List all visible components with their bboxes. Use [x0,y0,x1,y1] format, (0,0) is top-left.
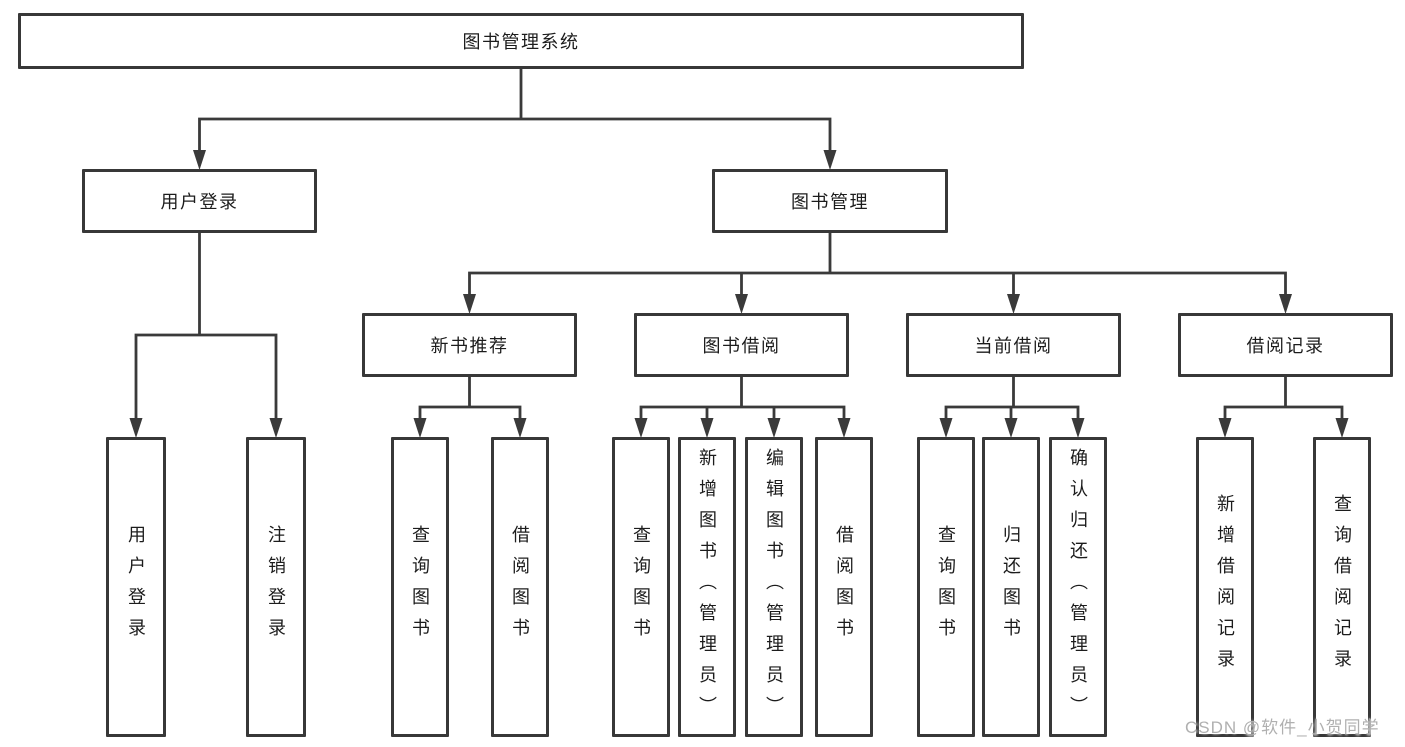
leaf-query-books: 查询图书 [612,437,670,737]
node-label: 新增借阅记录 [1215,494,1235,680]
node-label: 借阅记录 [1246,336,1325,356]
leaf-edit-books-admin: 编辑图书（管理员） [745,437,803,737]
node-label: 图书管理系统 [462,32,580,52]
node-label: 编辑图书（管理员） [764,447,784,727]
node-label: 借阅图书 [510,525,530,649]
node-root-library-system: 图书管理系统 [18,13,1024,69]
node-label: 查询图书 [936,525,956,649]
node-label: 图书管理 [791,192,869,212]
node-borrowing-records: 借阅记录 [1178,313,1393,377]
node-label: 新书推荐 [430,336,509,356]
node-label: 图书借阅 [702,336,781,356]
leaf-query-books: 查询图书 [917,437,975,737]
node-book-management: 图书管理 [712,169,948,233]
node-label: 借阅图书 [834,525,854,649]
node-label: 用户登录 [126,525,146,649]
leaf-query-borrow-record: 查询借阅记录 [1313,437,1371,737]
node-label: 查询图书 [410,525,430,649]
csdn-watermark: CSDN @软件_小贺同学 [1185,718,1380,737]
leaf-borrow-books: 借阅图书 [815,437,873,737]
node-new-book-recommend: 新书推荐 [362,313,577,377]
leaf-user-login: 用户登录 [106,437,166,737]
node-label: 确认归还（管理员） [1068,447,1088,727]
node-book-borrowing: 图书借阅 [634,313,849,377]
node-label: 查询图书 [631,525,651,649]
node-current-borrowing: 当前借阅 [906,313,1121,377]
leaf-borrow-books: 借阅图书 [491,437,549,737]
leaf-add-borrow-record: 新增借阅记录 [1196,437,1254,737]
leaf-confirm-return-admin: 确认归还（管理员） [1049,437,1107,737]
node-label: 当前借阅 [974,336,1053,356]
node-label: 新增图书（管理员） [697,447,717,727]
leaf-query-books: 查询图书 [391,437,449,737]
node-label: 注销登录 [266,525,286,649]
leaf-logout: 注销登录 [246,437,306,737]
node-user-login: 用户登录 [82,169,317,233]
node-label: 查询借阅记录 [1332,494,1352,680]
node-label: 归还图书 [1001,525,1021,649]
leaf-return-books: 归还图书 [982,437,1040,737]
leaf-add-books-admin: 新增图书（管理员） [678,437,736,737]
node-label: 用户登录 [160,192,239,212]
